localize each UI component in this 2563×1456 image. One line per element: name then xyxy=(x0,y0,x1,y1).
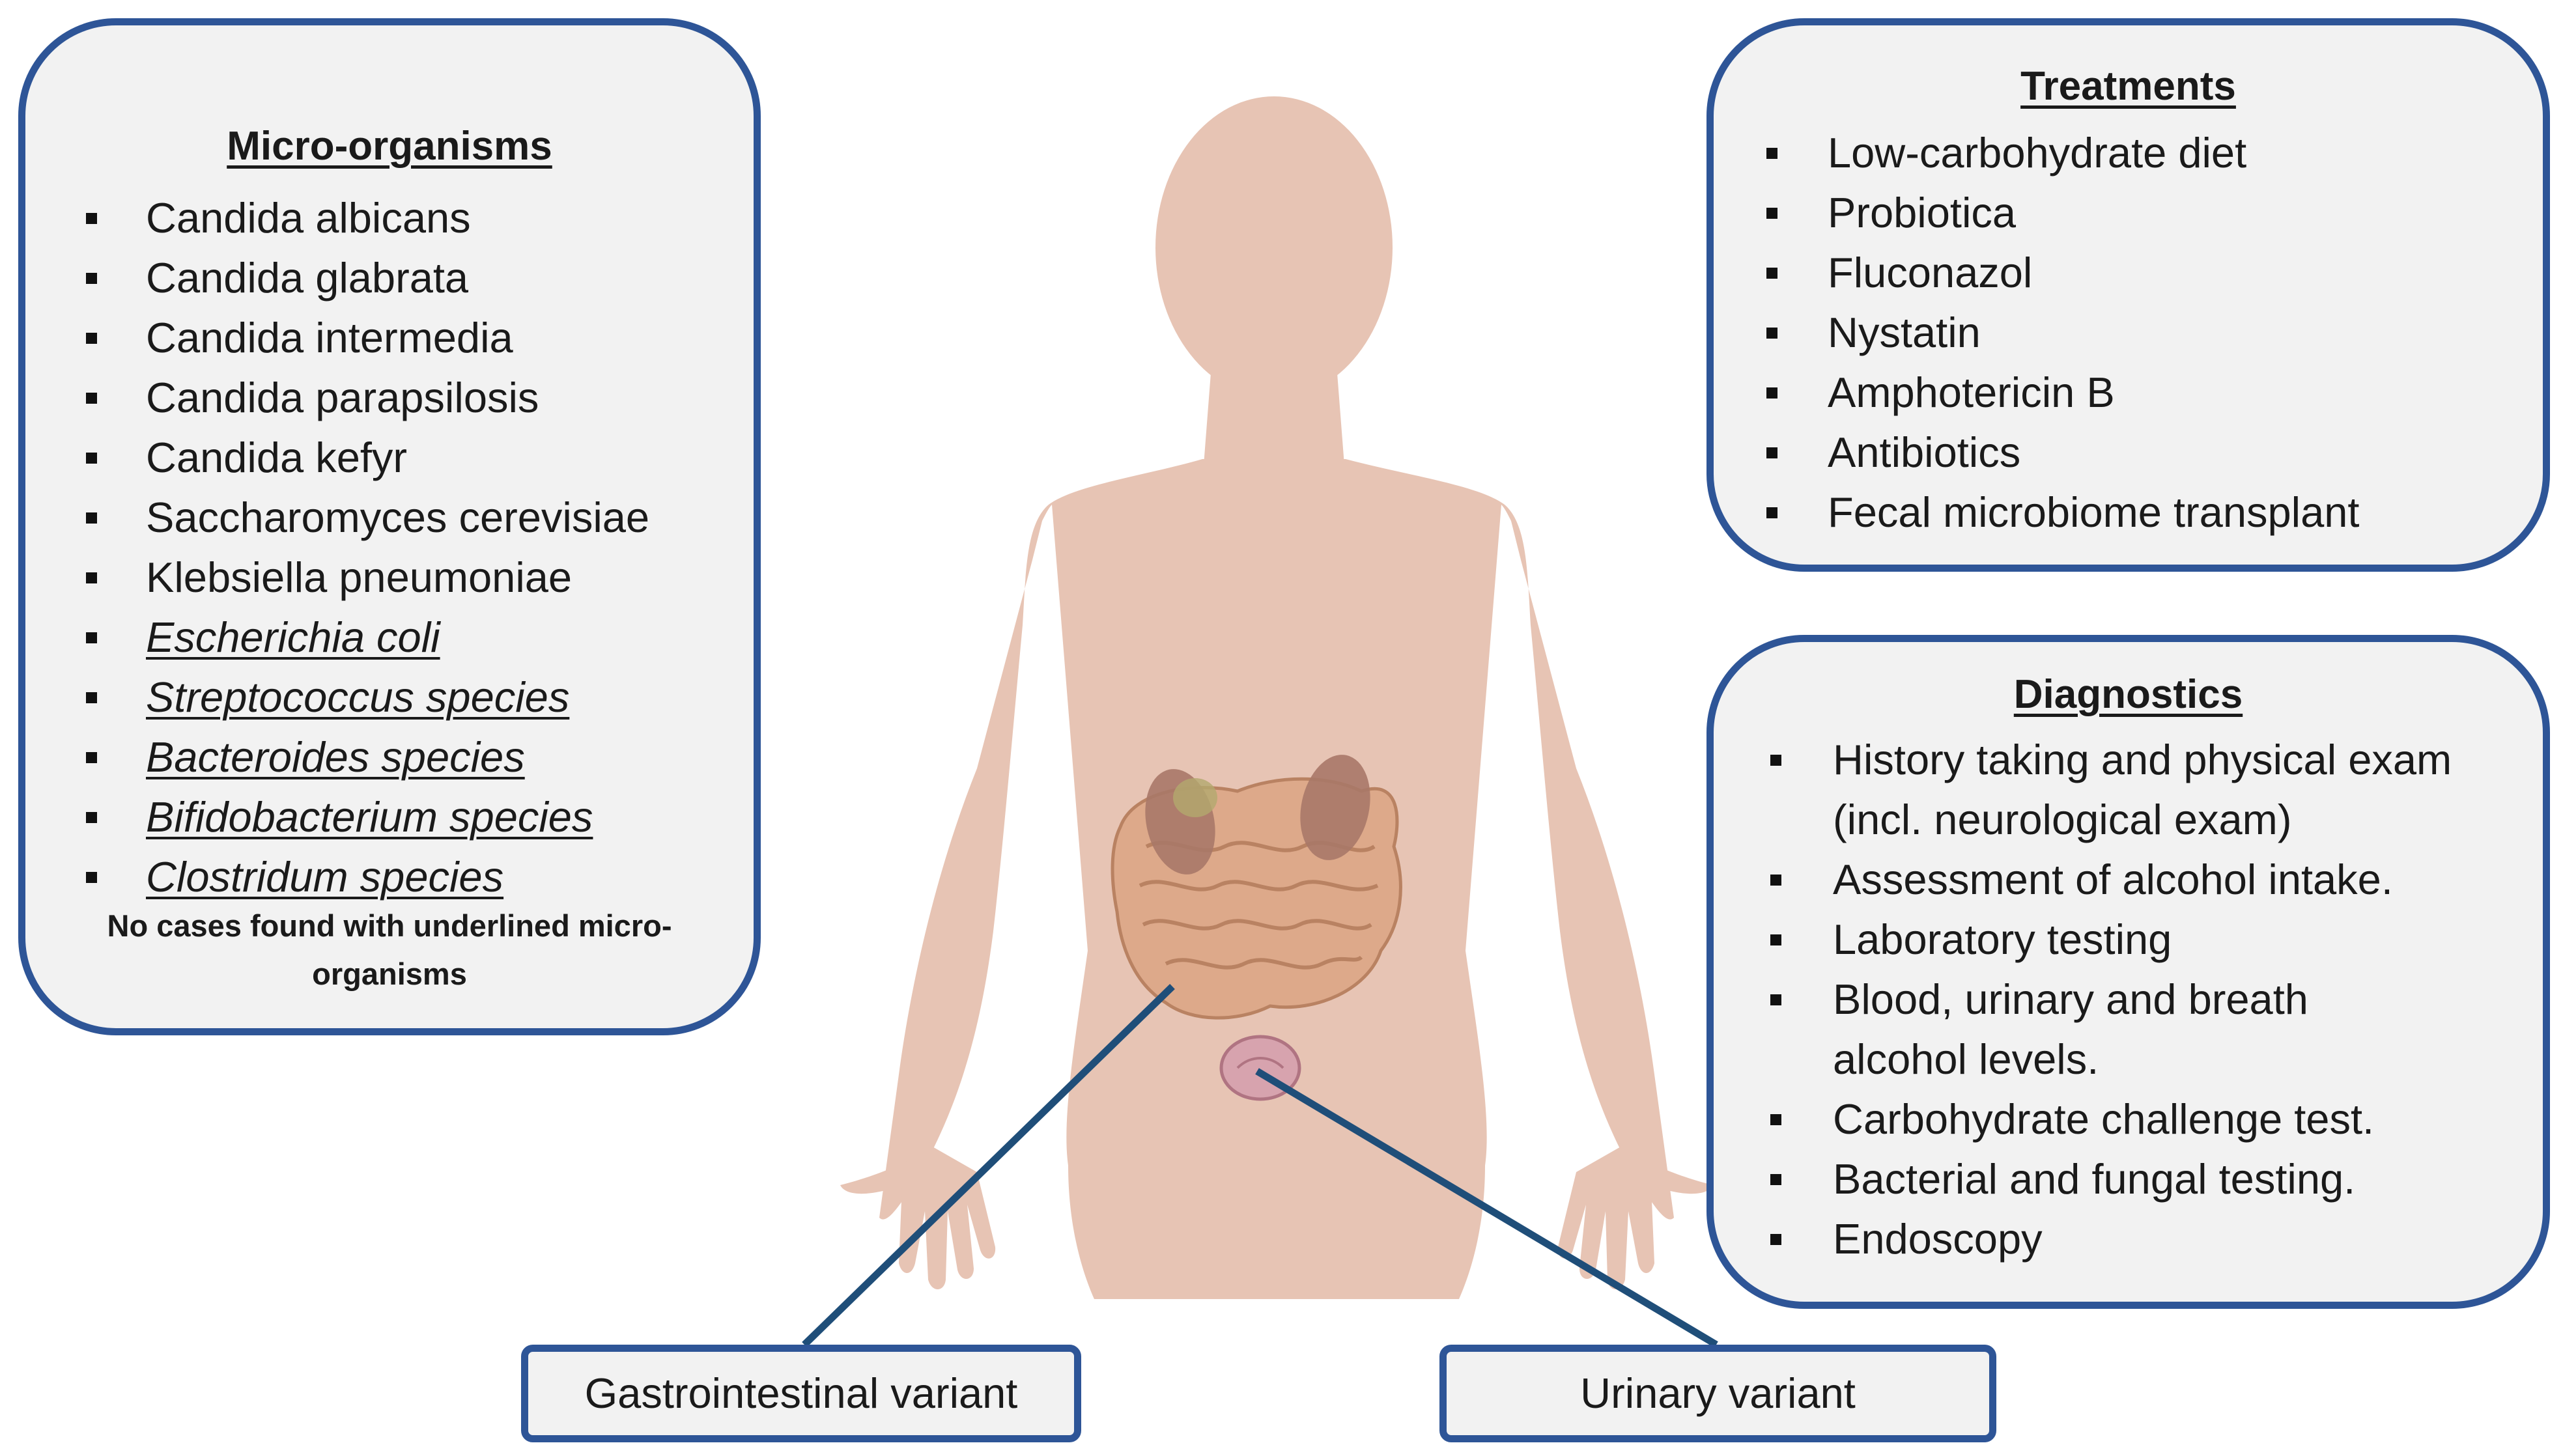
bullet-icon xyxy=(86,333,97,344)
bullet-icon xyxy=(1770,994,1781,1005)
list-item: Clostridum species xyxy=(86,847,649,907)
bullet-icon xyxy=(1770,1114,1781,1125)
micro-organisms-title: Micro-organisms xyxy=(227,124,552,169)
urinary-variant-box: Urinary variant xyxy=(1439,1345,1996,1442)
list-item-label: Klebsiella pneumoniae xyxy=(146,553,573,601)
list-item-label-continued: alcohol levels. xyxy=(1833,1035,2099,1083)
list-item: Fecal microbiome transplant xyxy=(1766,483,2360,542)
list-item: Bifidobacterium species xyxy=(86,787,649,847)
list-item-label: Bacteroides species xyxy=(146,733,525,781)
list-item: Candida kefyr xyxy=(86,428,649,488)
list-item: History taking and physical exam (incl. n… xyxy=(1770,730,2452,850)
gastrointestinal-variant-box: Gastrointestinal variant xyxy=(521,1345,1081,1442)
list-item: Amphotericin B xyxy=(1766,363,2359,423)
list-item-label: Amphotericin B xyxy=(1828,369,2115,416)
list-item-label: Probiotica xyxy=(1828,189,2017,236)
bullet-icon xyxy=(1766,507,1777,518)
bullet-icon xyxy=(1766,447,1777,458)
list-item: Fluconazol xyxy=(1766,243,2359,303)
list-item-label: Low-carbohydrate diet xyxy=(1828,129,2247,176)
list-item-label: Endoscopy xyxy=(1833,1215,2043,1263)
list-item-label: Streptococcus species xyxy=(146,673,570,721)
list-item: Bacterial and fungal testing. xyxy=(1770,1149,2452,1209)
bullet-icon xyxy=(86,752,97,763)
list-item-label: Fluconazol xyxy=(1828,249,2033,296)
list-item-label: Candida glabrata xyxy=(146,254,469,301)
list-item-label: Clostridum species xyxy=(146,853,504,901)
list-item: Bacteroides species xyxy=(86,727,649,787)
kidney-icon xyxy=(1145,755,1370,875)
bullet-icon xyxy=(86,393,97,404)
list-item: Blood, urinary and breath alcohol levels. xyxy=(1770,970,2452,1089)
treatments-title: Treatments xyxy=(2020,64,2236,109)
list-item: Candida albicans xyxy=(86,188,649,248)
diagnostics-title: Diagnostics xyxy=(2013,672,2243,717)
list-item-label: Candida kefyr xyxy=(146,434,408,481)
bullet-icon xyxy=(1766,148,1777,159)
bullet-icon xyxy=(1766,328,1777,339)
bullet-icon xyxy=(1770,1174,1781,1185)
diagnostics-list: History taking and physical exam (incl. n… xyxy=(1770,730,2452,1269)
list-item-label: Escherichia coli xyxy=(146,613,440,661)
list-item: Nystatin xyxy=(1766,303,2359,363)
list-item: Candida glabrata xyxy=(86,248,649,308)
list-item: Candida parapsilosis xyxy=(86,368,649,428)
list-item: Laboratory testing xyxy=(1770,910,2452,970)
list-item: Escherichia coli xyxy=(86,608,649,667)
list-item-label: Antibiotics xyxy=(1828,428,2021,476)
list-item-label: Fecal microbiome transplant xyxy=(1828,488,2360,536)
bullet-icon xyxy=(1770,875,1781,886)
human-silhouette-icon xyxy=(840,96,1713,1299)
list-item-label: Assessment of alcohol intake. xyxy=(1833,856,2393,903)
bullet-icon xyxy=(1766,208,1777,219)
bullet-icon xyxy=(1770,934,1781,945)
list-item-label: Candida intermedia xyxy=(146,314,513,361)
bullet-icon xyxy=(86,812,97,823)
list-item-label: Nystatin xyxy=(1828,309,1981,356)
list-item: Endoscopy xyxy=(1770,1209,2452,1269)
list-item-label: Blood, urinary and breath xyxy=(1833,975,2308,1023)
list-item: Klebsiella pneumoniae xyxy=(86,548,649,608)
bullet-icon xyxy=(86,453,97,464)
bullet-icon xyxy=(86,512,97,524)
bullet-icon xyxy=(1770,1234,1781,1245)
list-item: Antibiotics xyxy=(1766,423,2359,483)
list-item-label-continued: (incl. neurological exam) xyxy=(1833,796,2292,843)
bullet-icon xyxy=(1770,755,1781,766)
urinary-connector xyxy=(1255,1068,1718,1348)
list-item-label: Candida albicans xyxy=(146,194,471,242)
list-item: Saccharomyces cerevisiae xyxy=(86,488,650,548)
list-item: Carbohydrate challenge test. xyxy=(1770,1089,2452,1149)
list-item-label: Bacterial and fungal testing. xyxy=(1833,1155,2356,1203)
list-item-label: Candida parapsilosis xyxy=(146,374,539,421)
bullet-icon xyxy=(1766,268,1777,279)
gastrointestinal-connector xyxy=(802,984,1175,1347)
list-item: Streptococcus species xyxy=(86,667,649,727)
list-item: Low-carbohydrate diet xyxy=(1766,123,2359,183)
list-item-label: Bifidobacterium species xyxy=(146,793,593,841)
list-item: Candida intermedia xyxy=(86,308,649,368)
bullet-icon xyxy=(86,572,97,583)
list-item: Probiotica xyxy=(1766,183,2359,243)
bullet-icon xyxy=(86,692,97,703)
list-item: Assessment of alcohol intake. xyxy=(1770,850,2452,910)
list-item-label: Laboratory testing xyxy=(1833,916,2172,963)
micro-organisms-note: No cases found with underlined micro- or… xyxy=(107,908,672,991)
bullet-icon xyxy=(86,273,97,284)
bullet-icon xyxy=(86,872,97,883)
list-item-label: Saccharomyces cerevisiae xyxy=(146,494,650,541)
bullet-icon xyxy=(1766,387,1777,399)
list-item-label: History taking and physical exam xyxy=(1833,736,2452,783)
list-item-label: Carbohydrate challenge test. xyxy=(1833,1095,2375,1143)
bullet-icon xyxy=(86,632,97,643)
bullet-icon xyxy=(86,213,97,224)
diagnostics-panel: Diagnostics History taking and physical … xyxy=(1706,635,2550,1309)
